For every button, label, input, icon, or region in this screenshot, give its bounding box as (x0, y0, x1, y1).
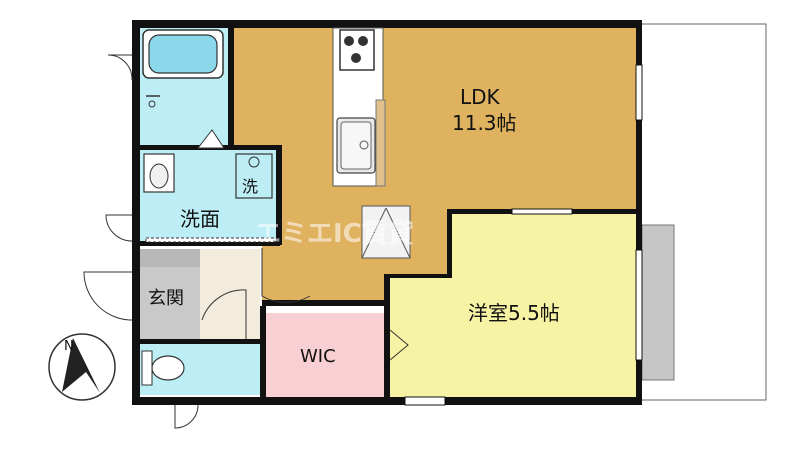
compass-icon: N (48, 333, 116, 401)
balcony-slab (641, 224, 675, 381)
stove-icon (339, 29, 375, 71)
western-room (390, 214, 636, 397)
entrance-step (140, 249, 200, 267)
washbasin-icon (143, 153, 175, 193)
bath-door-icon (196, 129, 225, 149)
sliding-door-western (511, 208, 573, 215)
window-ldk (635, 64, 643, 121)
entrance-label: 玄関 (148, 288, 184, 309)
sink-icon (336, 117, 376, 174)
washroom-curtain (145, 237, 275, 243)
kitchen-backsplash (375, 99, 386, 187)
ldk-size-label: 11.3帖 (452, 111, 517, 135)
shower-icon (146, 95, 160, 108)
ldk-label: LDK (460, 85, 501, 109)
window-western (635, 249, 643, 361)
window-bottom (404, 396, 446, 406)
watermark-text: エミエIC賃貸 (255, 218, 414, 249)
washer-label: 洗 (242, 177, 258, 196)
western-room-label: 洋室5.5帖 (468, 301, 560, 325)
wic-room (266, 313, 384, 397)
washer-icon (235, 153, 273, 199)
toilet-icon (141, 350, 185, 386)
washroom-label: 洗面 (180, 207, 220, 231)
bathtub-icon (142, 29, 224, 79)
balcony-outline (640, 23, 767, 401)
door-arcs (83, 54, 409, 429)
refrigerator-icon (361, 205, 411, 259)
hallway (200, 249, 260, 339)
wic-label: WIC (300, 346, 336, 367)
compass-north-label: N (64, 339, 74, 354)
